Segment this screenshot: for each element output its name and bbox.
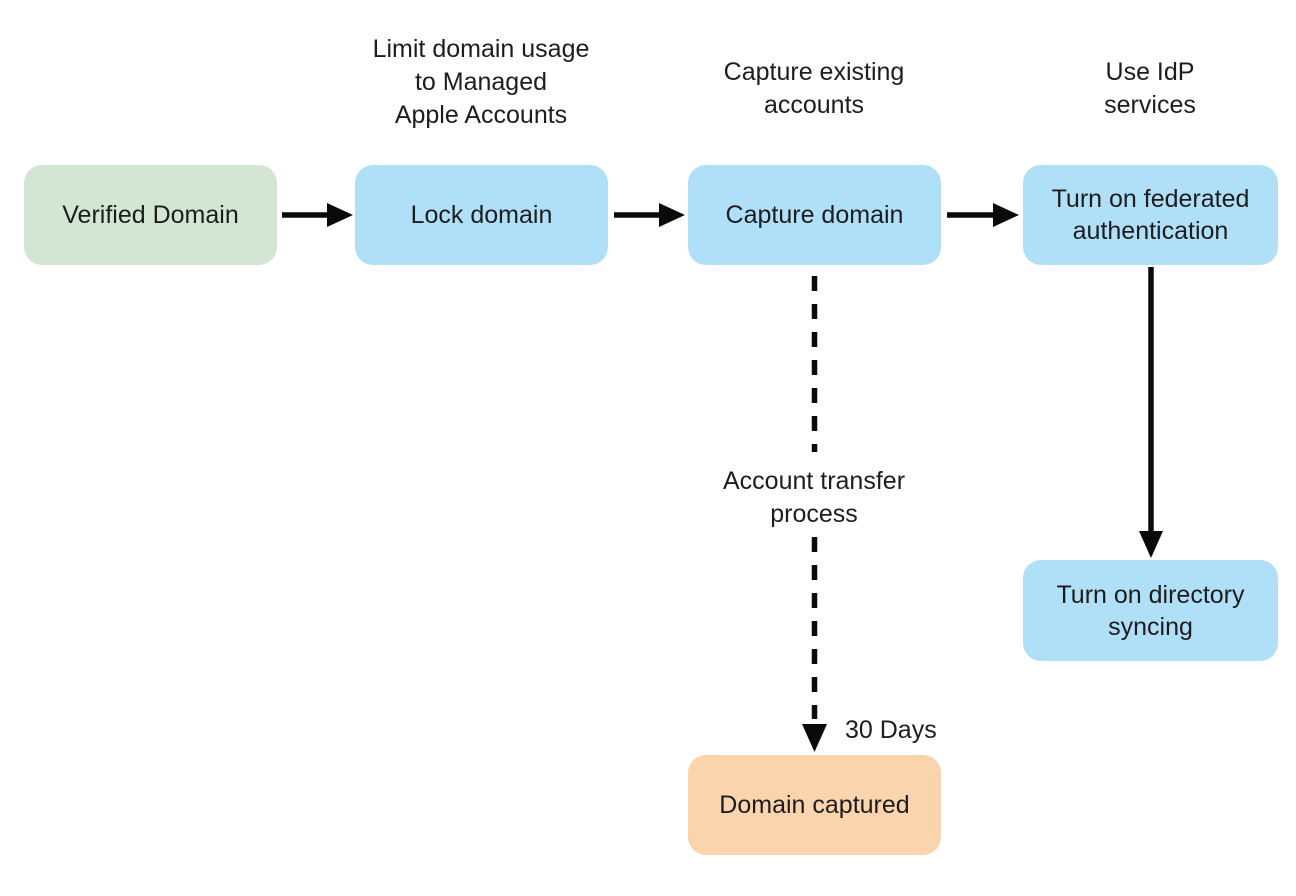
node-directory-syncing: Turn on directory syncing [1023, 560, 1278, 661]
node-lock-domain-label: Lock domain [410, 201, 553, 229]
annotation-account-transfer-process: Account transfer process [722, 467, 906, 528]
node-capture-domain-label: Capture domain [725, 201, 904, 229]
annotation-30-days: 30 Days [845, 716, 937, 744]
node-domain-captured: Domain captured [688, 755, 941, 855]
arrow-head-icon [993, 203, 1019, 227]
arrow-lock-to-capture [614, 203, 685, 227]
node-federated-authentication: Turn on federated authentication [1023, 165, 1278, 265]
arrow-head-icon [1139, 531, 1163, 558]
node-domain-captured-label: Domain captured [719, 791, 910, 819]
annotation-limit-domain-usage: Limit domain usage to Managed Apple Acco… [372, 35, 590, 129]
arrow-federated-to-directory [1139, 267, 1163, 558]
node-capture-domain: Capture domain [688, 165, 941, 265]
node-lock-domain: Lock domain [355, 165, 608, 265]
node-verified-domain: Verified Domain [24, 165, 277, 265]
annotation-capture-existing-accounts: Capture existing accounts [723, 58, 905, 119]
arrow-capture-to-federated [947, 203, 1019, 227]
node-federated-authentication-label: Turn on federated authentication [1051, 185, 1250, 245]
annotation-use-idp-services: Use IdP services [1104, 58, 1196, 119]
arrow-verified-to-lock [282, 203, 353, 227]
arrow-head-icon [659, 203, 685, 227]
arrow-head-icon [327, 203, 353, 227]
arrow-head-icon [802, 724, 827, 752]
node-directory-syncing-label: Turn on directory syncing [1056, 580, 1245, 641]
node-verified-domain-label: Verified Domain [62, 201, 239, 229]
